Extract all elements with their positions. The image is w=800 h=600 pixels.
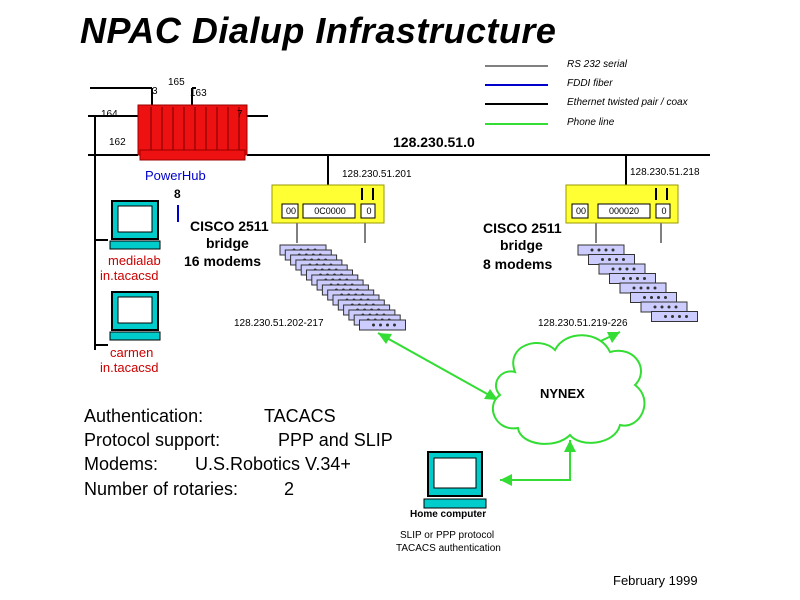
modem [619, 282, 667, 294]
legend-fddi-label: FDDI fiber [567, 78, 613, 89]
host-carmen-domain: in.tacacsd [100, 360, 159, 375]
network-address: 128.230.51.0 [393, 134, 475, 150]
port-165-label: 165 [168, 77, 185, 88]
cisco-right-port-c-label: 0 [661, 206, 667, 216]
cisco-left-role: bridge [206, 235, 249, 251]
medialab-computer [109, 200, 161, 250]
info-modems-label: Modems: [84, 454, 159, 474]
cisco-left-port-c-label: 0 [366, 206, 372, 216]
host-medialab-domain: in.tacacsd [100, 268, 159, 283]
cisco-right-ip: 128.230.51.218 [630, 167, 700, 178]
cisco-right-name: CISCO 2511 [483, 220, 562, 236]
host-carmen-name: carmen [110, 345, 154, 360]
cisco-left-port-b [302, 203, 356, 219]
modem [359, 319, 406, 331]
home-computer-label: Home computer [410, 509, 487, 520]
modem-stack-left [279, 244, 406, 331]
cisco-right-port-b-label: 000020 [608, 206, 640, 216]
cisco-right-role: bridge [500, 237, 543, 253]
cisco-right-port-a [571, 203, 589, 219]
cisco-left-name: CISCO 2511 [190, 218, 269, 234]
hub-wires [88, 87, 710, 350]
info-auth-label: Authentication: [84, 406, 204, 426]
home-protocol-label: SLIP or PPP protocol [400, 530, 495, 541]
home-computer [423, 451, 487, 509]
cisco-right-port-b [597, 203, 651, 219]
cisco-left-port-b-label: 0C0000 [314, 206, 346, 216]
modem [577, 244, 625, 256]
powerhub-label: PowerHub [145, 168, 206, 183]
cisco-left-ip: 128.230.51.201 [342, 169, 412, 180]
legend-serial-label: RS 232 serial [567, 59, 628, 70]
info-modems-value: U.S.Robotics V.34+ [195, 454, 351, 474]
port-8-label: 8 [174, 187, 181, 201]
cisco-left-modems: 16 modems [184, 253, 262, 269]
modem [609, 273, 656, 284]
home-auth-label: TACACS authentication [396, 543, 501, 554]
modem [651, 311, 698, 322]
modem-stack-right [577, 244, 698, 322]
info-rotaries-value: 2 [284, 479, 295, 499]
cisco-left-modem-range: 128.230.51.202-217 [234, 318, 324, 329]
cisco-right-modems: 8 modems [483, 256, 553, 272]
modem [598, 263, 646, 275]
port-163-label: 163 [190, 88, 207, 99]
cisco-left-port-a [281, 203, 299, 219]
legend-phone-label: Phone line [567, 117, 615, 128]
date-label: February 1999 [613, 573, 698, 588]
diagram-title: NPAC Dialup Infrastructure [80, 10, 557, 51]
cisco-right-port-a-label: 00 [575, 206, 586, 216]
modem [630, 292, 677, 303]
carmen-computer [109, 291, 161, 341]
cisco-right-port-c [655, 203, 671, 219]
port-162-label: 162 [109, 137, 126, 148]
info-auth-value: TACACS [264, 406, 336, 426]
port-164-label: 164 [101, 109, 118, 120]
cisco-left-port-a-label: 00 [285, 206, 296, 216]
info-protocol-value: PPP and SLIP [278, 430, 393, 450]
nynex-cloud [491, 334, 646, 445]
info-rotaries-label: Number of rotaries: [84, 479, 239, 499]
host-medialab-name: medialab [108, 253, 161, 268]
port-3-label: 3 [152, 86, 158, 97]
cisco-right-modem-range: 128.230.51.219-226 [538, 318, 628, 329]
modem [640, 301, 688, 313]
legend-ethernet-label: Ethernet twisted pair / coax [567, 97, 688, 108]
port-7-label: 7 [237, 109, 243, 120]
powerhub-device [137, 104, 248, 161]
modem [588, 254, 635, 265]
cisco-left-port-c [360, 203, 376, 219]
info-protocol-label: Protocol support: [84, 430, 221, 450]
cloud-label: NYNEX [540, 386, 585, 401]
